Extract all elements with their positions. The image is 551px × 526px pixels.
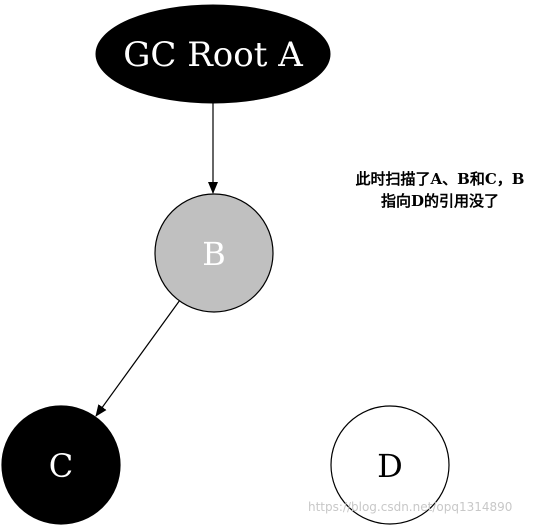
node-b-label: B [202,235,226,273]
node-c: C [1,405,121,525]
node-gc-root-a-label: GC Root A [123,35,303,75]
node-d: D [330,405,450,525]
annotation-line-2: 指向D的引用没了 [380,192,499,210]
watermark-text: https://blog.csdn.net/opq1314890 [308,500,513,514]
edge-b-to-c [95,299,181,417]
node-c-label: C [49,447,73,485]
annotation-note: 此时扫描了A、B和C，B 指向D的引用没了 [335,168,545,212]
node-b: B [154,193,274,313]
node-d-label: D [377,447,403,485]
annotation-line-1: 此时扫描了A、B和C，B [355,170,525,188]
node-gc-root-a: GC Root A [95,4,331,104]
